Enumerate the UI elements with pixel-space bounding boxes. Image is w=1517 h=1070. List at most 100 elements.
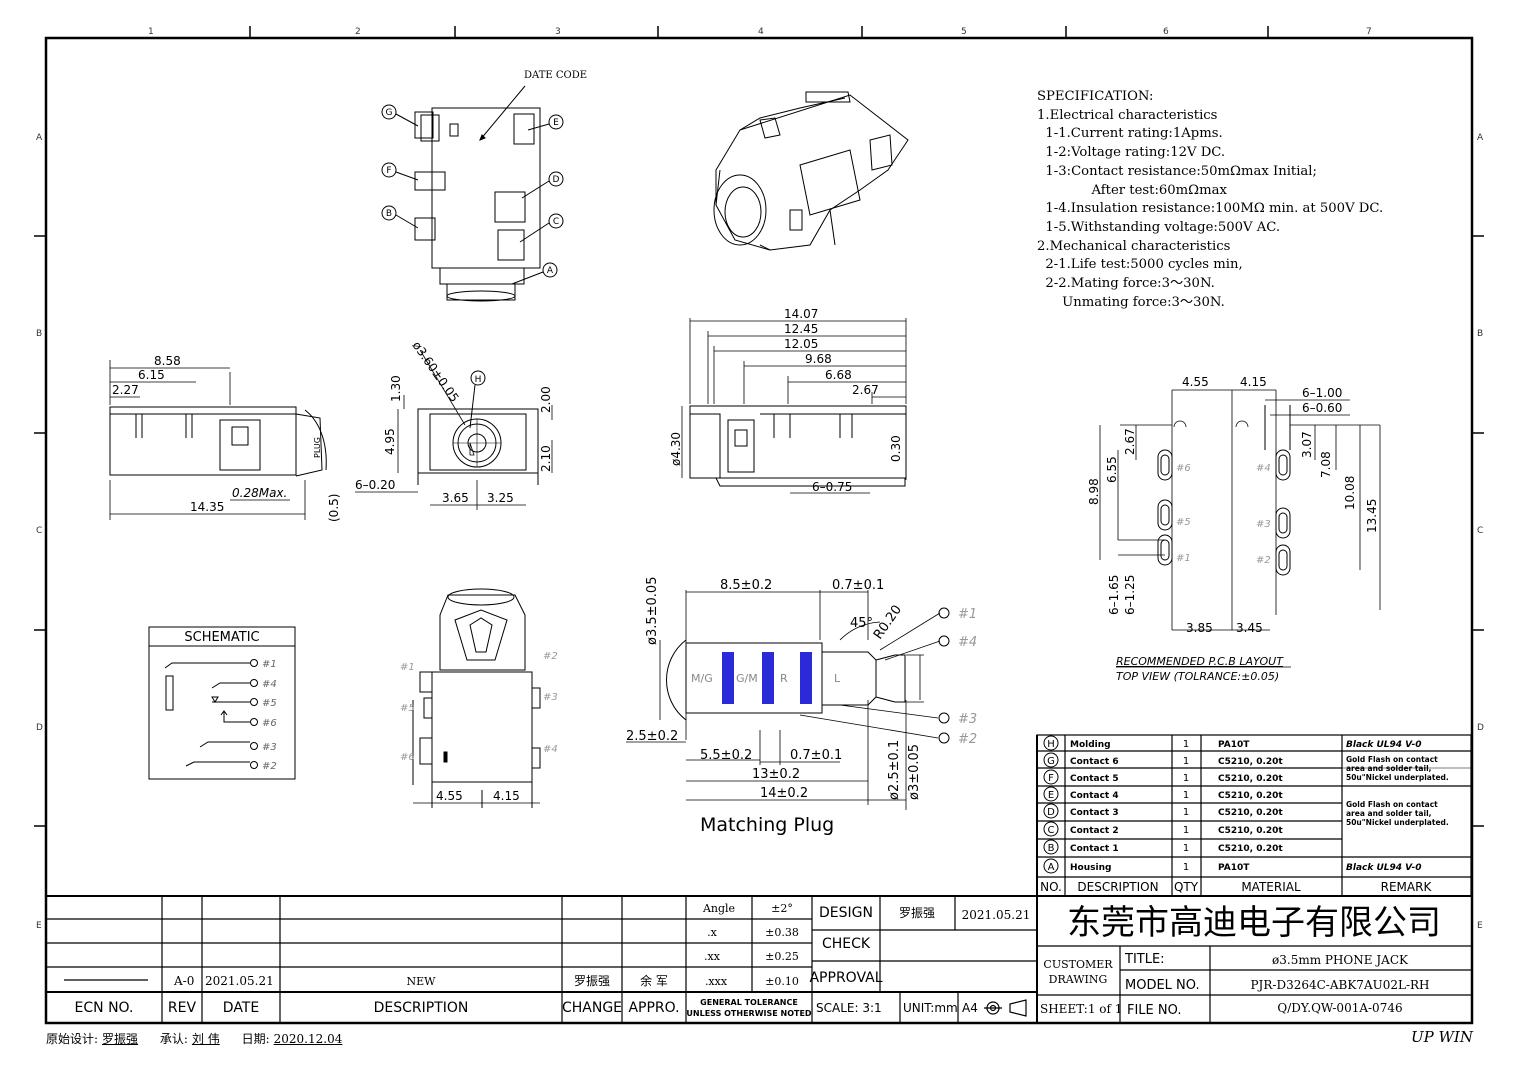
bom-qty: 1: [1183, 843, 1189, 854]
dim-pcb-2-67: 2.67: [1123, 428, 1137, 455]
dim-6-68: 6.68: [825, 368, 852, 382]
dim-pcb-6-0-60: 6–0.60: [1302, 401, 1342, 415]
designer-name: 罗振强: [899, 906, 935, 920]
bottom-pin-4: #4: [543, 744, 558, 755]
dim-pcb-6-1-25: 6–1.25: [1123, 575, 1137, 615]
dim-pcb-10-08: 10.08: [1343, 476, 1357, 510]
rev-change: 罗振强: [574, 974, 610, 988]
matching-plug-caption: Matching Plug: [700, 814, 834, 836]
dim-pcb-3-07: 3.07: [1300, 431, 1314, 458]
bom-callout-circle: [1043, 769, 1059, 785]
dim-2-27: 2.27: [112, 383, 139, 397]
bottom-pin-2: #2: [543, 651, 558, 662]
bom-description: Contact 1: [1070, 844, 1119, 854]
callout-f: F: [386, 166, 391, 176]
callout-c: C: [553, 217, 559, 227]
design-date: 2021.05.21: [962, 908, 1031, 922]
bom-callout-circle: [1043, 839, 1059, 855]
tol-xx: .xx: [704, 950, 721, 963]
customer-drawing-2: DRAWING: [1049, 973, 1108, 986]
zone-number: 2: [355, 27, 361, 37]
tol-x: .x: [707, 926, 717, 939]
dim-dia-3-60: ø3.60±0.05: [410, 339, 462, 405]
dim-2-10: 2.10: [539, 445, 553, 472]
schematic-title: SCHEMATIC: [184, 630, 259, 645]
dim-bottom-4-55: 4.55: [436, 789, 463, 803]
bom-material: C5210, 0.20t: [1218, 808, 1283, 818]
callout-e: E: [553, 118, 559, 128]
rev-header: REV: [168, 1000, 197, 1016]
dim-pcb-6-1-65: 6–1.65: [1107, 575, 1121, 615]
dim-plug-dia-3: ø3±0.05: [907, 744, 922, 800]
dim-3-65: 3.65: [442, 491, 469, 505]
check-label: CHECK: [822, 936, 871, 952]
callout-h: H: [475, 375, 482, 385]
back-view: DATE CODE G F B E D C A: [381, 70, 587, 302]
callout-b: B: [386, 209, 392, 219]
tol-angle-value: ±2°: [771, 902, 793, 915]
bom-description: Housing: [1070, 863, 1111, 873]
title-block: [46, 735, 1471, 1023]
bom-no: B: [1048, 843, 1055, 854]
pcb-caption-tolerance: TOP VIEW (TOLRANCE:±0.05): [1116, 670, 1279, 683]
dim-pcb-4-15: 4.15: [1240, 375, 1267, 389]
dim-14-35: 14.35: [190, 500, 224, 514]
dim-12-45: 12.45: [784, 322, 818, 336]
schematic: SCHEMATIC #1 #4 #5 #6 #3 #2: [148, 626, 296, 780]
dim-plug-angle: 45°: [850, 616, 873, 631]
ecn-header: ECN NO.: [75, 1000, 134, 1016]
top-view: 14.07 12.45 12.05 9.68 6.68 2.67 ø4.30 0…: [669, 307, 907, 494]
dim-8-58: 8.58: [154, 354, 181, 368]
bom-material: C5210, 0.20t: [1218, 844, 1283, 854]
pcb-pin-1: #1: [1176, 553, 1191, 564]
bom-no: E: [1048, 790, 1054, 801]
schematic-pin-1: #1: [262, 659, 277, 670]
zone-number: 7: [1366, 27, 1372, 37]
footer-date-label: 日期:: [241, 1032, 270, 1046]
dim-2-67: 2.67: [852, 383, 879, 397]
bom-callout-circle: [1043, 735, 1059, 751]
zone-letter: E: [36, 921, 42, 931]
bom-callout-circle: [1043, 786, 1059, 802]
bom-material: PA10T: [1218, 863, 1250, 873]
schematic-pin-4: #4: [262, 679, 277, 690]
dim-plug-5-5: 5.5±0.2: [700, 748, 752, 763]
dim-plug-14: 14±0.2: [760, 786, 808, 801]
dim-pcb-7-08: 7.08: [1319, 451, 1333, 478]
scale: SCALE: 3:1: [816, 1001, 882, 1015]
dim-9-68: 9.68: [805, 352, 832, 366]
bom-callout-circle: [1043, 821, 1059, 837]
schematic-pin-2: #2: [262, 761, 277, 772]
zone-letter: B: [1477, 329, 1483, 339]
pcb-pin-2: #2: [1256, 555, 1271, 566]
plug-segment-r: R: [780, 672, 788, 685]
callout-d: D: [553, 175, 560, 185]
bom-qty: 1: [1183, 807, 1189, 818]
specification-text: SPECIFICATION: 1.Electrical characterist…: [1037, 89, 1384, 310]
dim-pcb-13-45: 13.45: [1365, 499, 1379, 533]
bom-material: C5210, 0.20t: [1218, 826, 1283, 836]
dim-plug-8-5: 8.5±0.2: [720, 578, 772, 593]
bom-callout-circle: [1043, 752, 1059, 768]
dim-0-28: 0.28Max.: [232, 486, 287, 500]
dim-pcb-3-45: 3.45: [1236, 621, 1263, 635]
tol-xxx: .xxx: [705, 975, 728, 988]
file-value: Q/DY.QW-001A-0746: [1277, 1001, 1402, 1015]
bom-header: QTY: [1174, 880, 1199, 894]
dim-pcb-8-98: 8.98: [1087, 478, 1101, 505]
bom-description: Contact 4: [1070, 791, 1119, 801]
callout-g: G: [386, 108, 393, 118]
dim-bottom-4-15: 4.15: [493, 789, 520, 803]
zone-letter: E: [1477, 921, 1483, 931]
dim-3-25: 3.25: [487, 491, 514, 505]
bom-header: DESCRIPTION: [1077, 880, 1158, 894]
model-value: PJR-D3264C-ABK7AU02L-RH: [1250, 978, 1429, 992]
plug-segment-gm: G/M: [736, 672, 758, 685]
description-header: DESCRIPTION: [374, 1000, 469, 1016]
zone-number: 4: [758, 27, 764, 37]
appro-header: APPRO.: [628, 1000, 679, 1016]
dim-pcb-6-55: 6.55: [1105, 456, 1119, 483]
zone-number: 6: [1163, 27, 1169, 37]
pcb-caption: RECOMMENDED P.C.B LAYOUT: [1116, 655, 1284, 668]
dim-plug-dia-3-5: ø3.5±0.05: [645, 577, 660, 645]
